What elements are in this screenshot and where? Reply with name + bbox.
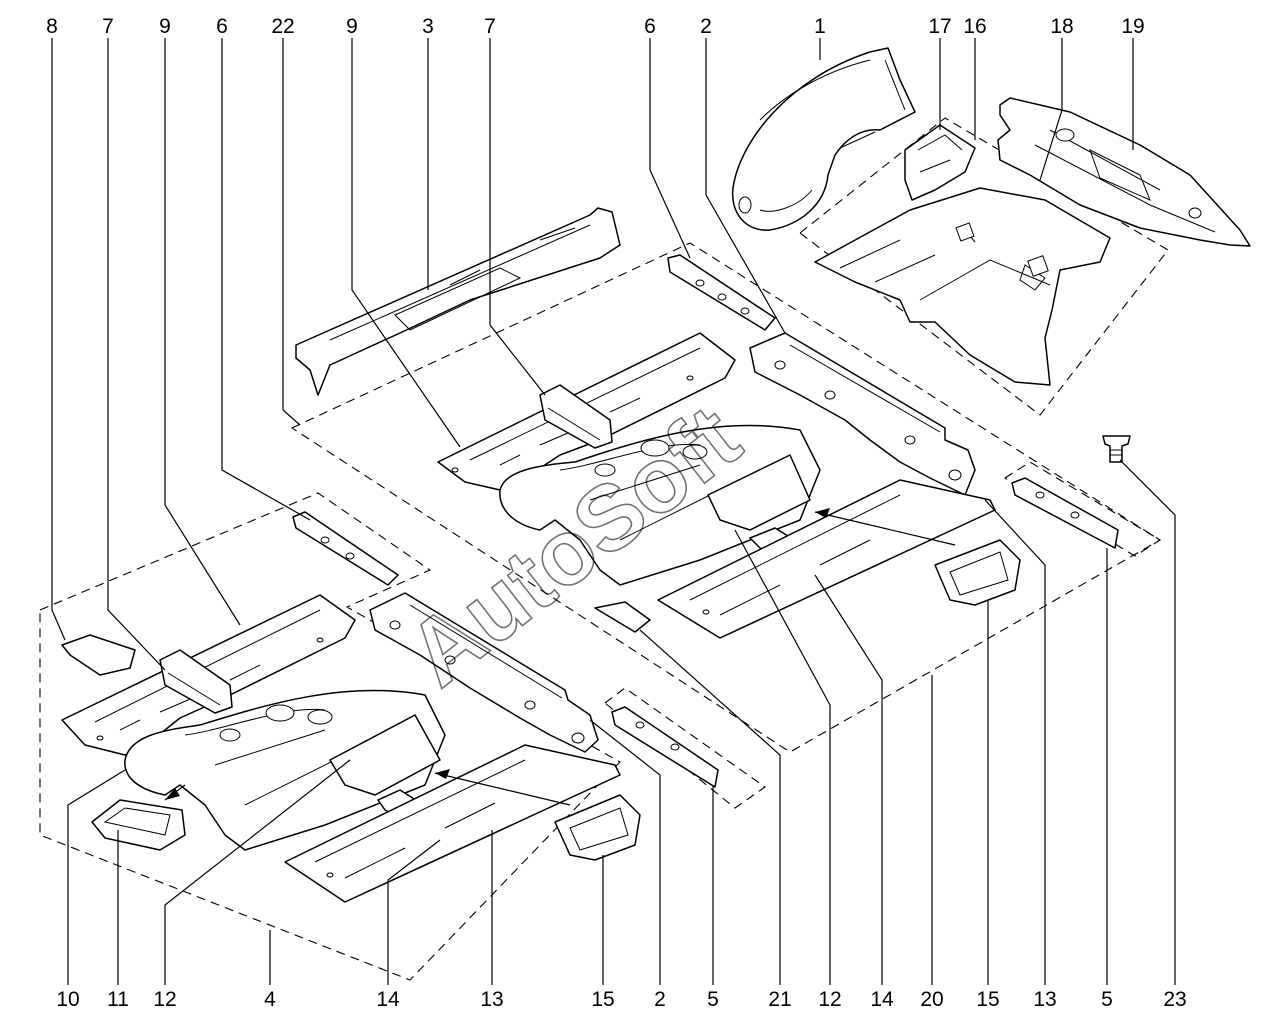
callout-5: 5 — [707, 988, 719, 1011]
part-bracket-7-upper — [539, 384, 613, 449]
part-upper-floor-right-half — [657, 479, 996, 639]
callout-20: 20 — [920, 988, 943, 1011]
callout-9: 9 — [159, 15, 171, 38]
part-rear-panel-19 — [997, 97, 1251, 247]
part-sill-5-lower — [611, 706, 719, 788]
leader-lines — [51, 38, 1176, 985]
callout-labels-top: 8 7 9 6 22 9 3 7 6 2 1 17 16 18 19 — [46, 15, 1145, 38]
callout-5: 5 — [1101, 988, 1113, 1011]
callout-9: 9 — [346, 15, 358, 38]
part-step-15-lower — [554, 794, 641, 861]
callout-15: 15 — [591, 988, 614, 1011]
part-cross-member-6-lower — [292, 511, 399, 586]
callout-13: 13 — [1033, 988, 1056, 1011]
part-step-15-upper — [934, 539, 1021, 606]
callout-16: 16 — [963, 15, 986, 38]
part-bracket-8 — [61, 634, 136, 676]
callout-6: 6 — [216, 15, 228, 38]
callout-12: 12 — [818, 988, 841, 1011]
part-tunnel-lower — [124, 689, 446, 851]
part-cross-member-2-lower — [369, 592, 599, 753]
callout-7: 7 — [102, 15, 114, 38]
part-plate-21 — [594, 601, 651, 633]
callout-17: 17 — [928, 15, 951, 38]
callout-22: 22 — [271, 15, 294, 38]
callout-2: 2 — [700, 15, 712, 38]
callout-11: 11 — [107, 988, 129, 1011]
callout-6: 6 — [644, 15, 656, 38]
assembly-arrows — [164, 508, 956, 806]
part-bracket-7-lower — [159, 649, 233, 714]
part-bracket-17 — [904, 124, 976, 201]
callout-10: 10 — [56, 988, 79, 1011]
callout-1: 1 — [814, 15, 826, 38]
part-cross-member-6-upper — [667, 254, 776, 331]
part-cross-member-2-upper — [749, 332, 976, 496]
part-tunnel-upper — [499, 424, 821, 586]
callout-23: 23 — [1163, 988, 1186, 1011]
part-wheel-arch — [731, 47, 916, 231]
callout-2: 2 — [654, 988, 666, 1011]
part-rear-floor-18 — [814, 187, 1111, 386]
callout-19: 19 — [1121, 15, 1144, 38]
callout-12: 12 — [153, 988, 176, 1011]
part-tray-11 — [91, 799, 186, 851]
callout-labels-bottom: 10 11 12 4 14 13 15 2 5 21 12 14 20 15 1… — [56, 988, 1186, 1011]
callout-15: 15 — [976, 988, 999, 1011]
callout-21: 21 — [768, 988, 791, 1011]
part-side-rail-3 — [295, 207, 621, 396]
group-outline-left-floor — [39, 492, 621, 981]
parts — [61, 47, 1251, 903]
callout-3: 3 — [422, 15, 434, 38]
callout-13: 13 — [480, 988, 503, 1011]
callout-7: 7 — [484, 15, 496, 38]
callout-18: 18 — [1050, 15, 1073, 38]
part-lower-floor-right-half — [284, 744, 621, 903]
callout-14: 14 — [376, 988, 400, 1011]
callout-14: 14 — [870, 988, 894, 1011]
group-outline-rear-floor — [799, 117, 1169, 416]
part-sill-5-upper — [1011, 477, 1119, 549]
callout-8: 8 — [46, 15, 58, 38]
callout-4: 4 — [264, 988, 276, 1011]
part-bolt-23 — [1102, 435, 1131, 463]
